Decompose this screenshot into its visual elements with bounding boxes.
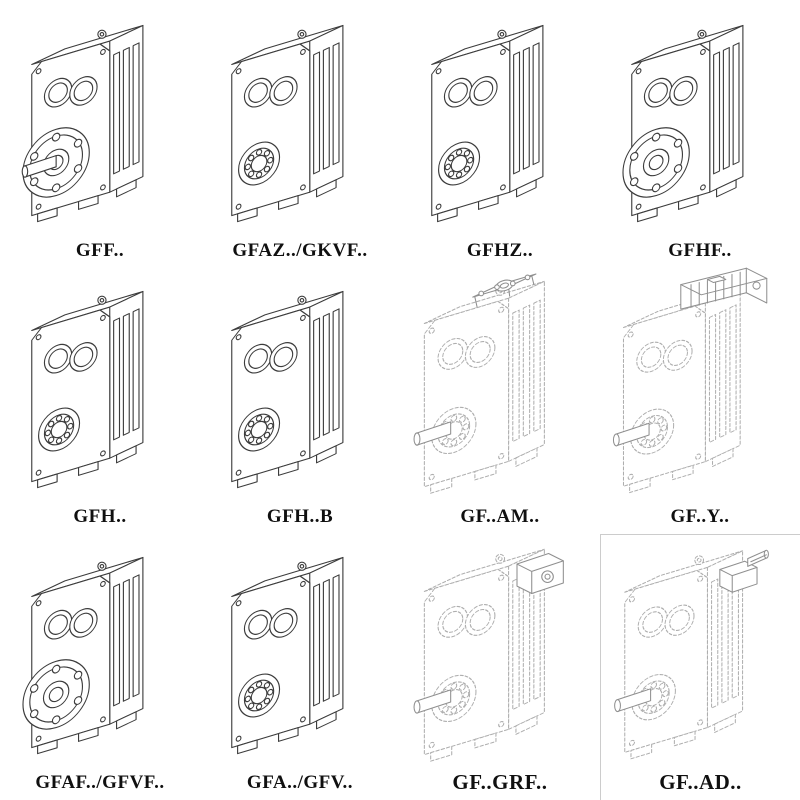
model-label: GFA../GFV.. <box>246 772 354 793</box>
model-label: GFH..B <box>266 506 334 527</box>
catalog-cell: GFAZ../GKVF.. <box>200 2 400 268</box>
drawing-gfa-gfv <box>231 556 344 756</box>
drawing-gfh-b <box>231 290 344 490</box>
drawing-gfhf <box>622 24 744 224</box>
catalog-cell: GF..AD.. <box>600 534 800 800</box>
model-label: GF..GRF.. <box>452 770 548 794</box>
catalog-cell: GFAF../GFVF.. <box>0 534 200 800</box>
gearbox-body-icon <box>231 556 344 756</box>
catalog-cell: GF..AM.. <box>400 268 600 534</box>
gearbox-body-icon <box>431 24 544 224</box>
model-label: GFHF.. <box>668 240 732 261</box>
drawing-gf-ad <box>613 549 769 762</box>
catalog-cell: GFA../GFV.. <box>200 534 400 800</box>
drawing-gfaz-gkvf <box>231 24 344 224</box>
drawing-gff <box>21 24 144 224</box>
drawing-gfhz <box>431 24 544 224</box>
drawing-gf-y <box>612 267 768 495</box>
model-label: GFAZ../GKVF.. <box>232 240 368 261</box>
model-label: GF..AM.. <box>460 506 540 527</box>
model-label: GFHZ.. <box>466 240 534 261</box>
catalog-cell: GFHF.. <box>600 2 800 268</box>
gearbox-body-icon <box>622 286 741 495</box>
catalog-cell: GFH.. <box>0 268 200 534</box>
drawing-gfh <box>31 290 144 490</box>
catalog-cell: GFH..B <box>200 268 400 534</box>
catalog-cell: GF..Y.. <box>600 267 800 534</box>
model-label: GF..AD.. <box>659 770 742 794</box>
model-label: GF..Y.. <box>670 506 730 527</box>
catalog-cell: GFF.. <box>0 2 200 268</box>
gearbox-body-icon <box>423 280 545 496</box>
drawing-gf-am <box>413 273 545 496</box>
gearbox-body-icon <box>31 290 144 490</box>
gearbox-body-icon <box>231 24 344 224</box>
drawing-gfaf-gfvf <box>22 556 144 756</box>
model-label: GFH.. <box>73 506 127 527</box>
gearbox-body-icon <box>231 290 344 490</box>
catalog-cell: GF..GRF.. <box>400 534 600 800</box>
catalog-cell: GFHZ.. <box>400 2 600 268</box>
model-label: GFAF../GFVF.. <box>35 772 165 793</box>
drawing-gf-grf <box>413 548 564 764</box>
model-label: GFF.. <box>75 240 125 261</box>
